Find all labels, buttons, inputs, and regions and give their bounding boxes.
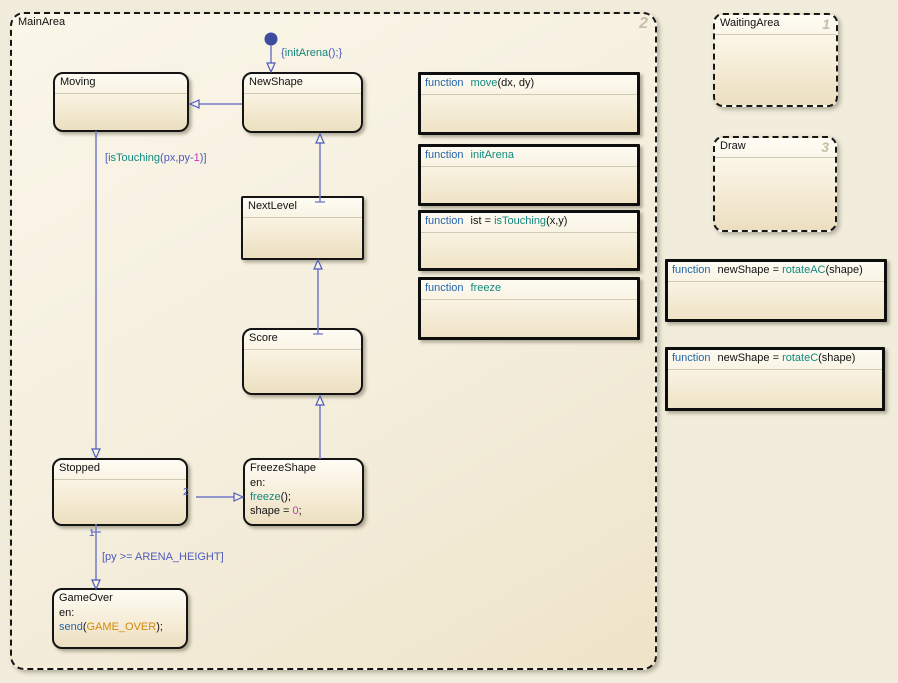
divider xyxy=(244,93,361,94)
transition-label-arena-height[interactable]: [py >= ARENA_HEIGHT] xyxy=(102,551,224,563)
state-next-level-title: NextLevel xyxy=(248,200,297,212)
divider xyxy=(244,349,361,350)
divider xyxy=(421,166,637,167)
divider xyxy=(668,281,884,282)
divider xyxy=(54,479,186,480)
state-freeze-shape-body: en: freeze(); shape = 0; xyxy=(250,477,302,517)
transition-label-init-arena[interactable]: {initArena();} xyxy=(281,47,343,59)
state-freeze-shape[interactable]: FreezeShape en: freeze(); shape = 0; xyxy=(243,458,364,526)
state-score[interactable]: Score xyxy=(242,328,363,395)
state-moving[interactable]: Moving xyxy=(53,72,189,132)
divider xyxy=(55,93,187,94)
divider xyxy=(243,217,362,218)
state-score-title: Score xyxy=(249,332,278,344)
state-draw-order: 3 xyxy=(821,139,829,155)
divider xyxy=(715,34,836,35)
divider xyxy=(715,157,835,158)
transition-order-stopped-freeze[interactable]: 2 xyxy=(183,487,189,498)
state-waiting-area[interactable]: WaitingArea 1 xyxy=(713,13,838,107)
transition-order-stopped-gameover[interactable]: 1 xyxy=(89,528,95,539)
state-next-level[interactable]: NextLevel xyxy=(241,196,364,260)
state-game-over-title: GameOver xyxy=(59,592,113,604)
divider xyxy=(668,369,882,370)
state-main-area-order: 2 xyxy=(639,15,648,32)
state-moving-title: Moving xyxy=(60,76,96,88)
divider xyxy=(421,94,637,95)
state-game-over[interactable]: GameOver en: send(GAME_OVER); xyxy=(52,588,188,649)
state-new-shape[interactable]: NewShape xyxy=(242,72,363,133)
state-draw-title: Draw xyxy=(720,140,746,152)
state-main-area-title: MainArea xyxy=(18,16,66,28)
state-freeze-shape-title: FreezeShape xyxy=(250,462,317,474)
transition-label-is-touching[interactable]: [isTouching(px,py-1)] xyxy=(105,152,207,164)
divider xyxy=(421,232,637,233)
state-new-shape-title: NewShape xyxy=(249,76,303,88)
state-draw[interactable]: Draw 3 xyxy=(713,136,837,232)
state-stopped-title: Stopped xyxy=(59,462,100,474)
divider xyxy=(421,299,637,300)
state-game-over-body: en: send(GAME_OVER); xyxy=(59,607,163,633)
state-waiting-area-order: 1 xyxy=(822,16,830,32)
state-stopped[interactable]: Stopped xyxy=(52,458,188,526)
state-waiting-area-title: WaitingArea xyxy=(720,17,780,29)
